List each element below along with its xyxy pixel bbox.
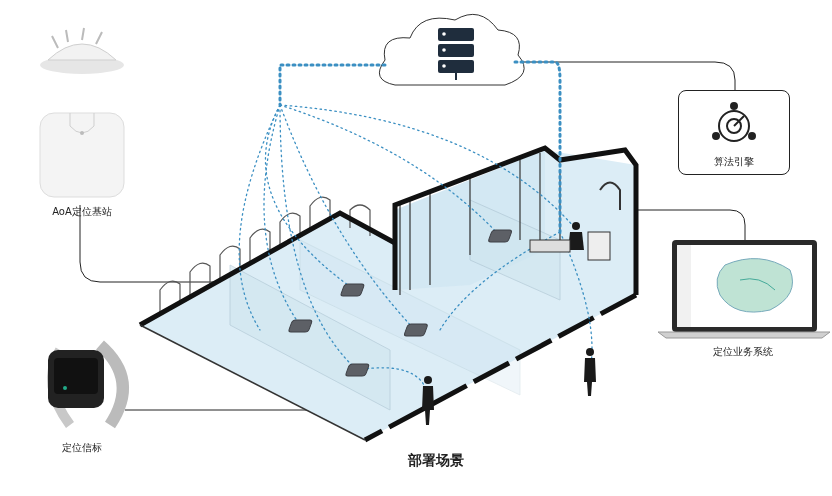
device-label: AoA定位基站 xyxy=(52,206,112,218)
laptop xyxy=(658,240,830,338)
beacon-label: 定位信标 xyxy=(62,442,102,454)
caption: 部署场景 xyxy=(408,452,464,470)
bracelet xyxy=(48,345,123,425)
aoa-device xyxy=(40,28,124,197)
node-text: AoA定位基站 xyxy=(52,206,112,218)
node-text: 定位业务系统 xyxy=(713,346,773,358)
engine-box: 算法引擎 xyxy=(678,90,790,175)
server-icon xyxy=(438,28,474,80)
node-text: 定位信标 xyxy=(62,442,102,454)
engine-icon xyxy=(713,103,755,141)
system-label: 定位业务系统 xyxy=(713,346,773,358)
node-text: 算法引擎 xyxy=(714,156,754,168)
